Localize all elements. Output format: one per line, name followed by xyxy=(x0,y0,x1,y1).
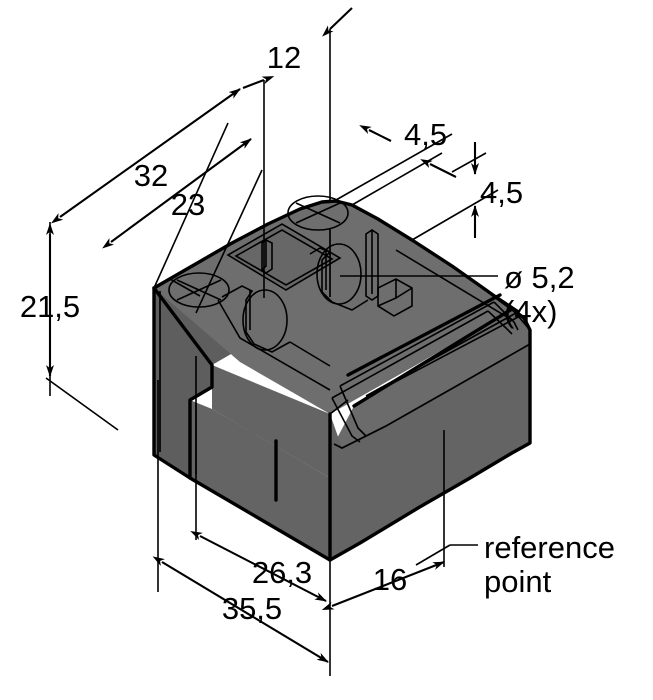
front-step-notch xyxy=(189,386,213,401)
slope-rib-lower xyxy=(395,249,513,321)
v-groove-flank-left-2 xyxy=(339,385,367,437)
dim-line-4-5-a xyxy=(359,125,392,142)
dimension-4-5-b: 4,5 xyxy=(411,142,523,241)
v-groove-flank-right xyxy=(487,310,513,335)
dim-line-35-5 xyxy=(152,556,329,663)
witness-line-21-5-bottom xyxy=(45,377,119,431)
callout-label-reference-line1: reference xyxy=(484,530,615,565)
part-face-slope xyxy=(334,309,530,448)
leader-12-left xyxy=(242,76,275,89)
dimension-12: 12 xyxy=(242,7,353,298)
dimension-label-26-3: 26,3 xyxy=(252,555,312,590)
dim-line-32 xyxy=(51,88,241,224)
v-groove-center-dark xyxy=(346,293,502,377)
mounting-holes-group xyxy=(168,195,362,351)
v-groove-line-1 xyxy=(365,312,517,397)
dimension-label-35-5: 35,5 xyxy=(222,591,282,626)
extension-line-4-5-a xyxy=(335,133,453,201)
dimension-label-12: 12 xyxy=(267,40,301,75)
dimension-23: 23 xyxy=(102,138,263,314)
v-groove-flank-left xyxy=(331,397,361,443)
part-top-slope-boundary-inner xyxy=(329,399,349,415)
callout-leader-reference-diag xyxy=(415,544,451,566)
callout-reference-point: reference point xyxy=(415,530,615,599)
boss-pocket-left xyxy=(221,285,291,353)
top-recess-pocket xyxy=(228,224,340,290)
dimension-16: 16 xyxy=(321,430,445,611)
dimension-label-4-5-a: 4,5 xyxy=(404,117,447,152)
part-face-front-left-upper xyxy=(212,365,330,478)
leader-4-5-a-lower xyxy=(420,159,457,178)
part-body xyxy=(152,195,532,562)
part-edge-left-vertical xyxy=(152,286,192,480)
v-groove-flank-right-2 xyxy=(493,301,519,331)
dimension-4-5-a: 4,5 xyxy=(335,117,457,206)
extension-line-4-5-a2 xyxy=(351,152,443,206)
dimension-35-5: 35,5 xyxy=(152,380,331,676)
leader-12 xyxy=(322,7,353,37)
v-groove-line-2 xyxy=(375,315,521,393)
dimension-label-32: 32 xyxy=(134,158,168,193)
v-groove-line-4 xyxy=(331,310,489,399)
v-groove-line-3 xyxy=(339,301,495,387)
bottom-right-bevel xyxy=(511,308,531,331)
part-face-front-right xyxy=(330,344,530,560)
callout-label-hole-diameter: ø 5,2 xyxy=(504,260,575,295)
extension-line-4-5-b xyxy=(451,152,487,173)
mounting-hole-rear-cross-2 xyxy=(295,202,341,224)
dim-line-16 xyxy=(321,561,445,611)
mounting-hole-rear xyxy=(287,195,349,231)
dimension-label-23: 23 xyxy=(171,187,205,222)
extension-line-4-5-b2 xyxy=(411,189,499,241)
mounting-hole-front-left xyxy=(242,289,288,351)
mounting-hole-left-cross-2 xyxy=(176,279,222,301)
dimension-label-4-5-b: 4,5 xyxy=(480,175,523,210)
step-block-edge-2 xyxy=(395,287,413,299)
dimension-label-21-5: 21,5 xyxy=(20,289,80,324)
top-recess-outline-inner xyxy=(234,229,334,286)
dimension-21-5: 21,5 xyxy=(20,222,119,431)
part-slope-bottom-edge xyxy=(333,343,531,449)
top-corner-arc-left xyxy=(169,278,201,297)
inner-rib-diagonal-2 xyxy=(289,341,331,367)
inner-rib-diagonal xyxy=(217,299,331,391)
callout-label-reference-line2: point xyxy=(484,564,552,599)
boss-pocket-right xyxy=(309,247,369,311)
part-face-front-left xyxy=(190,400,330,560)
callout-label-hole-quantity: (4x) xyxy=(504,294,557,329)
dim-line-23 xyxy=(102,138,252,249)
dimension-label-16: 16 xyxy=(373,562,407,597)
callout-hole-diameter: ø 5,2 (4x) xyxy=(340,260,575,329)
